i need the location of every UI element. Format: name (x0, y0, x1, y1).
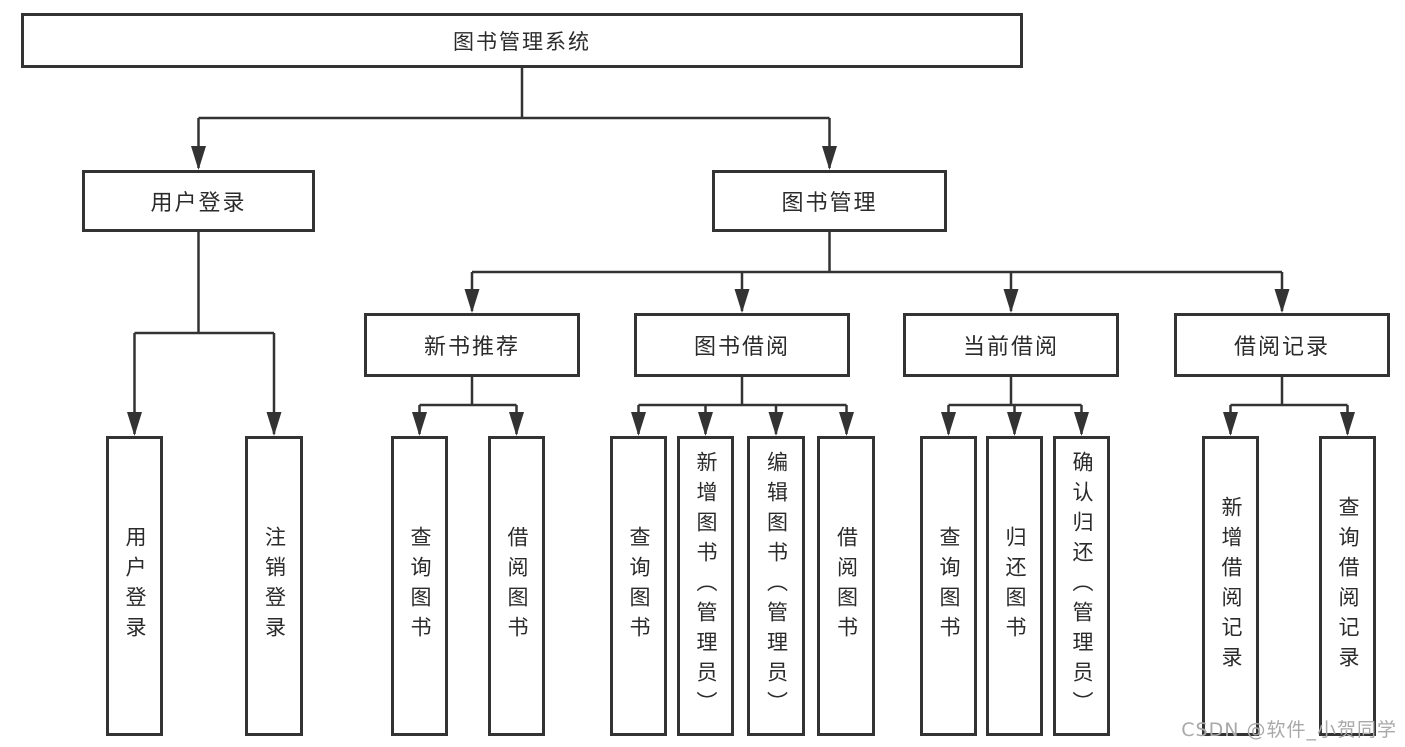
node-label: 当前借阅 (962, 335, 1059, 360)
leaf-edit-book-admin: 编辑图书（管理员） (747, 436, 805, 736)
node-label: 新增借阅记录 (1219, 496, 1243, 676)
node-label: 确认归还（管理员） (1070, 451, 1094, 721)
node-current-borrow: 当前借阅 (903, 313, 1119, 377)
node-label: 归还图书 (1003, 526, 1027, 646)
connector-shafts (133, 68, 1349, 434)
leaf-add-borrow-record: 新增借阅记录 (1202, 436, 1259, 736)
node-label: 用户登录 (123, 526, 147, 646)
leaf-query-books-borrow: 查询图书 (610, 436, 667, 736)
node-label: 编辑图书（管理员） (764, 451, 789, 721)
node-label: 查询图书 (408, 526, 432, 646)
node-label: 图书管理 (781, 191, 878, 216)
leaf-borrow-books-recommend: 借阅图书 (488, 436, 545, 736)
arrowheads (127, 146, 1355, 436)
leaf-return-book: 归还图书 (986, 436, 1043, 736)
node-label: 借阅图书 (505, 526, 529, 646)
node-label: 图书借阅 (693, 335, 790, 360)
node-new-book-recommend: 新书推荐 (364, 313, 580, 377)
leaf-add-book-admin: 新增图书（管理员） (677, 436, 734, 736)
node-label: 注销登录 (262, 526, 287, 646)
node-user-login: 用户登录 (82, 170, 315, 232)
node-label: 新增图书（管理员） (694, 451, 718, 721)
node-book-management: 图书管理 (712, 170, 947, 232)
node-label: 用户登录 (150, 191, 247, 216)
leaf-query-books-current: 查询图书 (920, 436, 977, 736)
watermark-text: CSDN @软件_小贺同学 (1181, 719, 1397, 741)
node-label: 借阅图书 (834, 526, 859, 646)
node-borrow-records: 借阅记录 (1174, 313, 1390, 377)
leaf-user-login: 用户登录 (106, 436, 163, 736)
node-label: 借阅记录 (1233, 335, 1330, 360)
node-library-management-system: 图书管理系统 (21, 13, 1023, 68)
node-book-borrow: 图书借阅 (634, 313, 850, 377)
node-label: 新书推荐 (423, 335, 520, 360)
leaf-confirm-return-admin: 确认归还（管理员） (1053, 436, 1110, 736)
node-label: 图书管理系统 (453, 29, 591, 54)
leaf-query-books-recommend: 查询图书 (391, 436, 448, 736)
leaf-borrow-books: 借阅图书 (817, 436, 875, 736)
node-label: 查询借阅记录 (1336, 496, 1360, 676)
node-label: 查询图书 (627, 526, 651, 646)
leaf-query-borrow-record: 查询借阅记录 (1319, 436, 1376, 736)
node-label: 查询图书 (937, 526, 961, 646)
leaf-logout: 注销登录 (245, 436, 303, 736)
